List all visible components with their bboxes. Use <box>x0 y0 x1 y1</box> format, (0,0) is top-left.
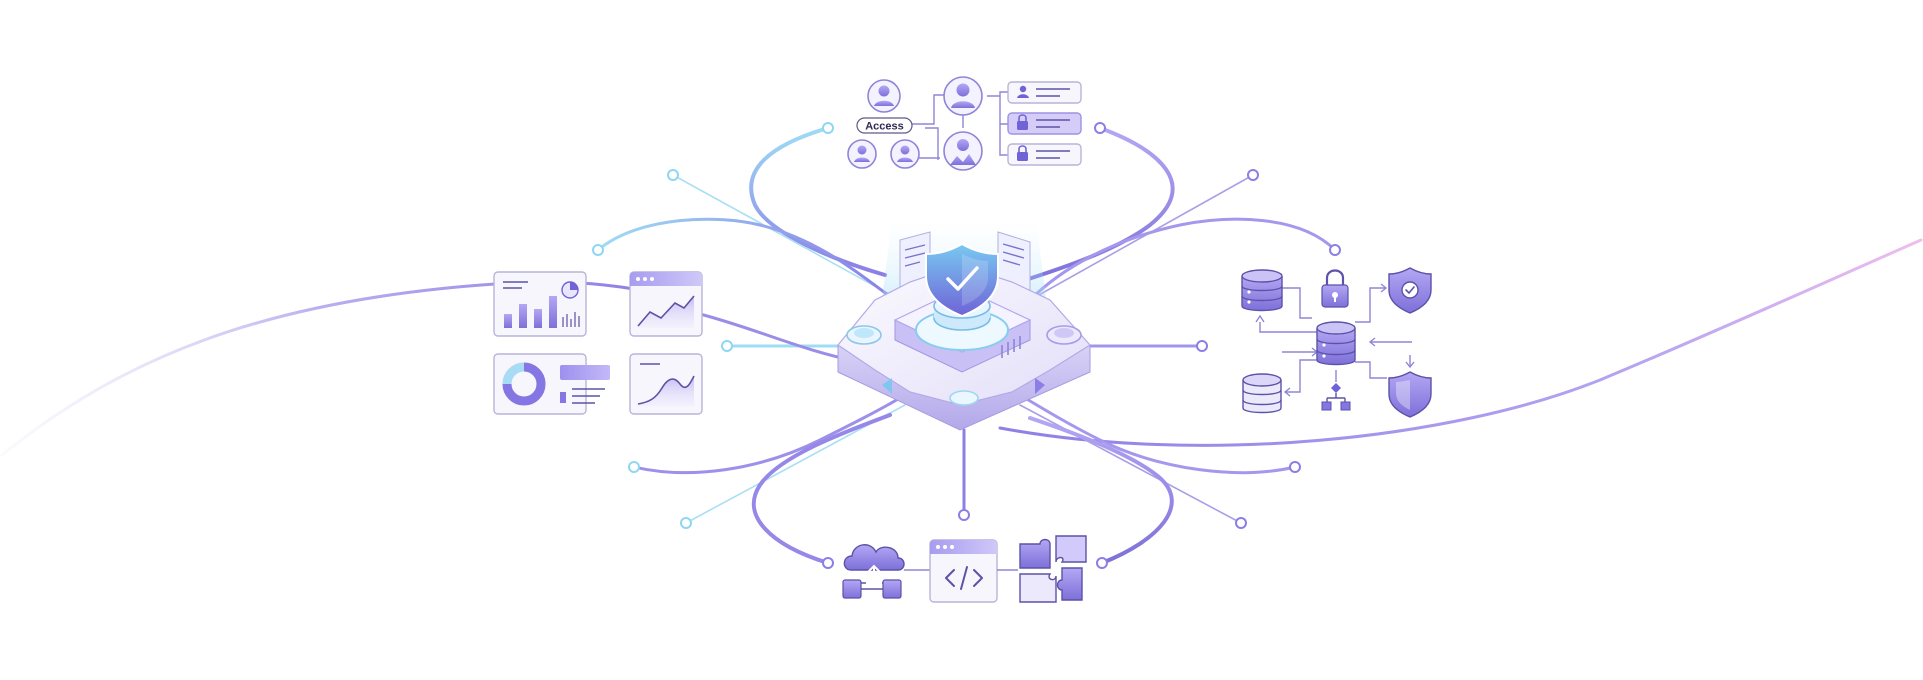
line-chart-icon <box>637 375 695 406</box>
permission-card-locked-active <box>1007 112 1082 135</box>
shield-check-icon <box>925 242 999 318</box>
permission-card-user <box>1007 81 1082 104</box>
access-label: Access <box>856 117 913 134</box>
central-security-hub <box>837 220 1091 431</box>
user-avatar-icon <box>867 79 901 113</box>
bar-chart-card <box>493 271 587 337</box>
permission-card-locked <box>1007 143 1082 166</box>
code-window-icon <box>929 539 998 603</box>
connector-endpoints <box>592 122 1341 569</box>
access-management-panel: Access <box>847 76 1082 171</box>
user-avatar-icon <box>943 131 983 171</box>
hierarchy-icon <box>1321 383 1351 411</box>
data-security-panel <box>1241 267 1432 418</box>
connector-lines <box>596 126 1337 565</box>
pie-chart-icon <box>561 281 579 299</box>
database-icon <box>1242 373 1282 414</box>
database-icon <box>1241 269 1283 312</box>
lock-icon <box>1321 269 1349 308</box>
donut-summary-card <box>493 353 610 415</box>
database-icon <box>1316 321 1356 366</box>
bar-chart-icon <box>504 296 557 328</box>
area-chart-card <box>629 353 703 415</box>
cloud-upload-icon <box>842 544 905 599</box>
user-avatar-icon <box>943 76 983 116</box>
line-chart-icon <box>637 295 695 328</box>
user-avatar-icon <box>847 139 877 169</box>
shield-icon <box>1388 371 1432 418</box>
cloud-integrations-panel <box>842 535 1087 603</box>
donut-chart-icon <box>502 362 546 406</box>
line-chart-window-card <box>629 271 703 337</box>
svg-text:Access: Access <box>865 121 904 133</box>
shield-check-icon <box>1388 267 1432 314</box>
user-avatar-icon <box>890 139 920 169</box>
puzzle-icon <box>1019 535 1087 603</box>
analytics-dashboard-panel <box>493 271 703 415</box>
flow-wave-right <box>998 238 1923 447</box>
